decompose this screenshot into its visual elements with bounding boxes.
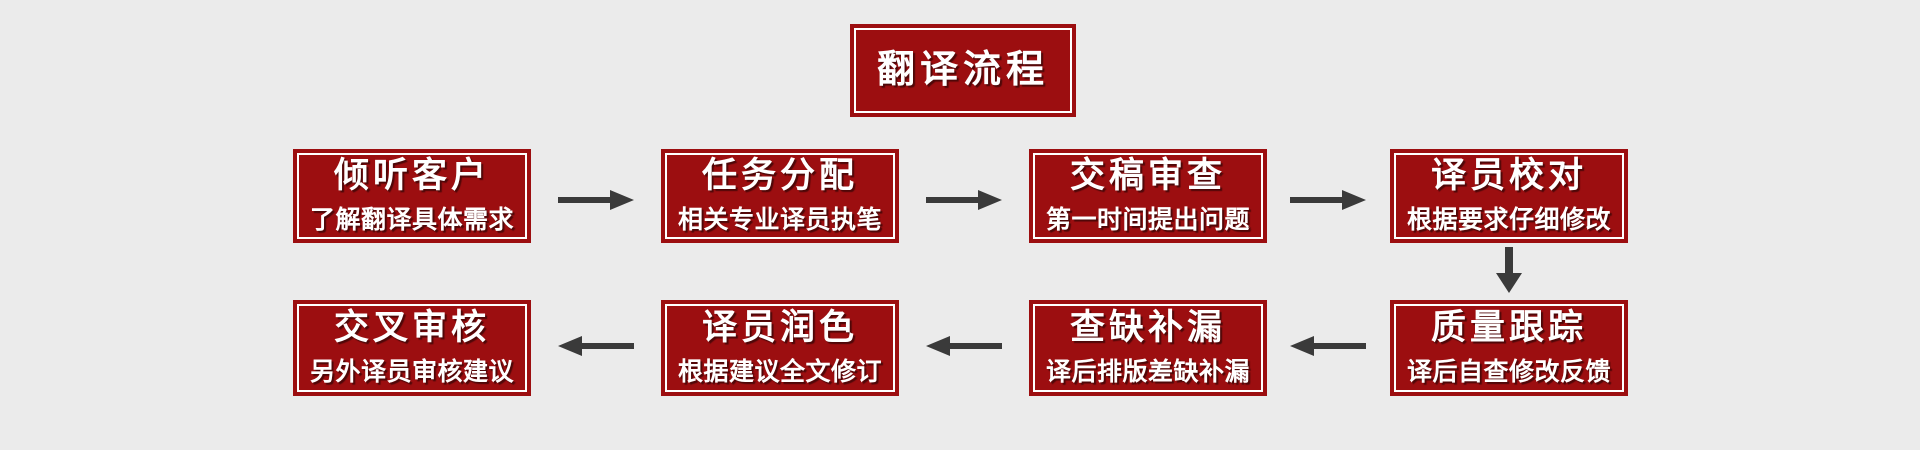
arrow-right-icon (926, 188, 1002, 212)
step-title: 查缺补漏 (1069, 308, 1226, 348)
flow-step-quality-tracking: 质量跟踪 译后自查修改反馈 (1390, 300, 1628, 396)
step-title: 质量跟踪 (1430, 308, 1587, 348)
flowchart-title-box: 翻译流程 (850, 24, 1076, 117)
step-subtitle: 第一时间提出问题 (1045, 205, 1250, 234)
step-subtitle: 译后自查修改反馈 (1406, 357, 1611, 386)
step-subtitle: 根据要求仔细修改 (1406, 205, 1611, 234)
flow-step-translator-polishing: 译员润色 根据建议全文修订 (661, 300, 899, 396)
step-title: 译员校对 (1430, 156, 1587, 196)
flow-step-translator-proofreading: 译员校对 根据要求仔细修改 (1390, 149, 1628, 243)
step-title: 交稿审查 (1069, 156, 1226, 196)
step-title: 交叉审核 (333, 308, 490, 348)
flowchart-title-box-inner: 翻译流程 (854, 28, 1072, 113)
arrow-right-icon (558, 188, 634, 212)
arrow-left-icon (1290, 334, 1366, 358)
step-subtitle: 根据建议全文修订 (677, 357, 882, 386)
flow-step-task-assignment: 任务分配 相关专业译员执笔 (661, 149, 899, 243)
step-subtitle: 了解翻译具体需求 (309, 205, 514, 234)
step-title: 译员润色 (701, 308, 858, 348)
step-subtitle: 相关专业译员执笔 (677, 205, 882, 234)
arrow-left-icon (926, 334, 1002, 358)
step-subtitle: 另外译员审核建议 (309, 357, 514, 386)
flow-step-listen-customer: 倾听客户 了解翻译具体需求 (293, 149, 531, 243)
flow-step-draft-review: 交稿审查 第一时间提出问题 (1029, 149, 1267, 243)
step-subtitle: 译后排版差缺补漏 (1045, 357, 1250, 386)
arrow-down-icon (1496, 247, 1522, 293)
flow-step-gap-check: 查缺补漏 译后排版差缺补漏 (1029, 300, 1267, 396)
step-title: 倾听客户 (333, 156, 490, 196)
arrow-right-icon (1290, 188, 1366, 212)
flowchart-title: 翻译流程 (876, 48, 1049, 91)
flow-step-cross-review: 交叉审核 另外译员审核建议 (293, 300, 531, 396)
step-title: 任务分配 (701, 156, 858, 196)
arrow-left-icon (558, 334, 634, 358)
